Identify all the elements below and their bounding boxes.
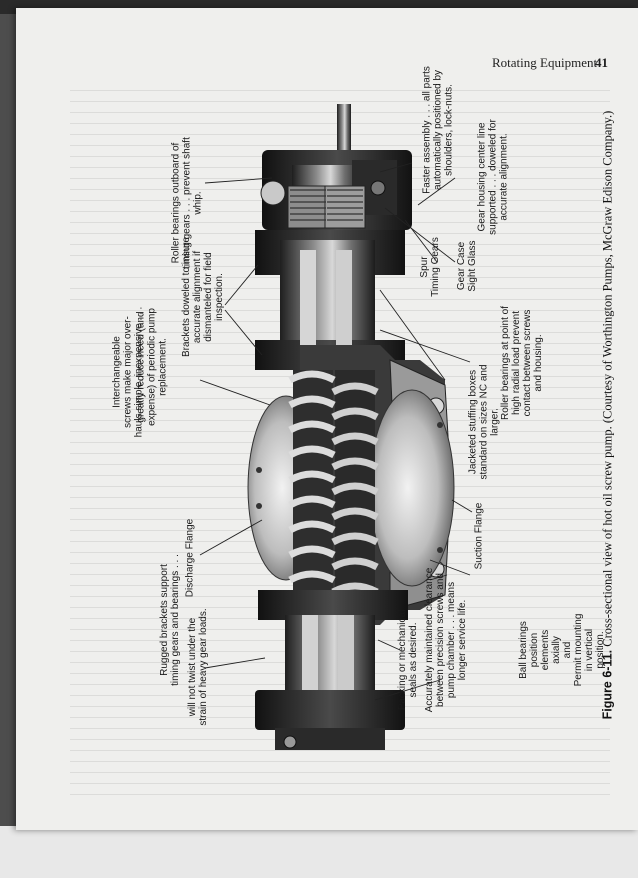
callout-discharge-flange: Discharge Flange: [184, 518, 196, 598]
lower-bearing-brackets: [255, 590, 408, 750]
callout-roller-radial-load: Roller bearings at point of high radial …: [500, 306, 544, 420]
callout-accurately-maintained: Accurately maintained clearance between …: [424, 567, 468, 713]
callout-faster-assembly: Faster assembly . . . all parts automati…: [421, 66, 455, 194]
callout-rugged-brackets: Rugged brackets support timing gears and…: [159, 554, 181, 686]
callout-gear-housing: Gear housing center line supported . . .…: [476, 119, 510, 235]
spur-timing-gears: [287, 185, 366, 229]
figure-label: Figure 6-11.: [600, 649, 615, 720]
callout-greatly-reduce: greatly reduce need (and expense) of per…: [135, 308, 169, 426]
callout-roller-outboard: Roller bearings outboard of timing gears…: [170, 137, 204, 269]
running-header: Rotating Equipment: [492, 55, 598, 70]
callout-suction-flange: Suction Flange: [473, 502, 485, 570]
callout-will-not-twist: will not twist under the strain of heavy…: [187, 608, 209, 726]
callout-leader-lines: [199, 162, 473, 701]
shaft-end: [337, 104, 351, 164]
suction-flange: [369, 389, 455, 587]
figure-caption: Figure 6-11. Cross-sectional view of hot…: [601, 111, 616, 720]
scan-bottom-edge: [0, 826, 638, 878]
callout-spur-timing-gears: Spur Timing Gears: [419, 237, 441, 297]
pump-screws: [288, 370, 379, 610]
page-number: 41: [595, 55, 608, 70]
figure-caption-text: Cross-sectional view of hot oil screw pu…: [600, 110, 615, 650]
callout-packing-seals: Packing or mechanical seals as desired.: [397, 609, 419, 711]
callout-gear-case-sight-glass: Gear Case Sight Glass: [456, 240, 478, 292]
callout-jacketed-stuffing-boxes: Jacketed stuffing boxes standard on size…: [467, 364, 501, 480]
callout-ball-bearings: Ball bearings position elements axially …: [518, 613, 606, 687]
